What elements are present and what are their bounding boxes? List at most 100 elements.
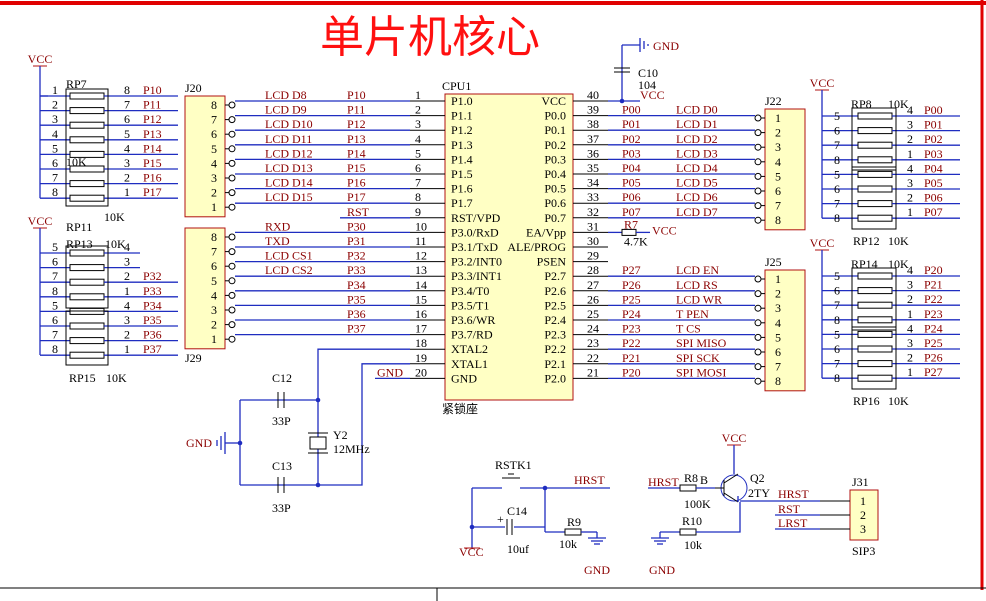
header-pin-number: 7 xyxy=(775,360,781,374)
rpack-pin-number: 7 xyxy=(52,328,58,342)
cpu-pin-name: P3.3/INT1 xyxy=(451,269,502,283)
c14-polarity: + xyxy=(497,512,504,526)
rpack-resistor xyxy=(69,264,105,272)
net-label: P23 xyxy=(924,307,943,321)
q2-value: 2TY xyxy=(748,486,770,500)
header-pin-number: 5 xyxy=(775,169,781,183)
cpu-pin-number: 9 xyxy=(415,205,421,219)
rpack-pin-number: 4 xyxy=(907,161,913,175)
rpack-ref: RP14 xyxy=(851,257,878,271)
net-label: P03 xyxy=(622,146,641,160)
net-label: P04 xyxy=(622,161,641,175)
rpack-pin-number: 4 xyxy=(52,127,58,141)
cpu-pin-name: XTAL1 xyxy=(451,357,488,371)
j31-ref: J31 xyxy=(852,475,869,489)
net-function-label: RXD xyxy=(265,219,291,233)
header-pin-number: 5 xyxy=(775,330,781,344)
header-pin-number: 8 xyxy=(775,213,781,227)
rpack-pin-number: 3 xyxy=(124,255,130,269)
transistor-body xyxy=(720,474,748,502)
cpu-pin-name: P3.7/RD xyxy=(451,328,493,342)
c13-ref: C13 xyxy=(272,459,292,473)
rpack-pin-number: 8 xyxy=(834,153,840,167)
net-label: P33 xyxy=(143,284,162,298)
net-label: P37 xyxy=(347,322,366,336)
header-pin-number: 3 xyxy=(211,171,217,185)
header-pin-circle xyxy=(228,130,236,138)
rp13-ref: RP13 xyxy=(66,237,93,251)
net-label: P15 xyxy=(347,161,366,175)
net-function-label: LCD CS2 xyxy=(265,263,313,277)
rpack-pin-number: 2 xyxy=(124,171,130,185)
net-label: P02 xyxy=(622,132,641,146)
rpack-resistor xyxy=(69,322,105,330)
rpack-pin-number: 2 xyxy=(907,351,913,365)
header-pin-number: 7 xyxy=(211,245,217,259)
net-function-label: LCD D7 xyxy=(676,205,718,219)
cpu-pin-name: P3.0/RxD xyxy=(451,225,499,239)
rpack-pin-number: 2 xyxy=(907,132,913,146)
c12-value: 33P xyxy=(272,414,291,428)
header-pin-number: 4 xyxy=(775,316,781,330)
rpack-resistor xyxy=(857,272,893,280)
net-function-label: LCD D6 xyxy=(676,190,718,204)
net-label: P26 xyxy=(924,351,943,365)
cpu-pin-name: EA/Vpp xyxy=(526,225,566,239)
cpu-pin-number: 26 xyxy=(587,292,599,306)
net-label: P07 xyxy=(622,205,641,219)
cpu-ref: CPU1 xyxy=(442,79,471,93)
cpu-pin-number: 19 xyxy=(415,351,427,365)
rpack-pin-number: 6 xyxy=(52,313,58,327)
cpu-pin-name: P2.4 xyxy=(544,313,566,327)
cpu-pin-number: 16 xyxy=(415,307,427,321)
net-label: P21 xyxy=(622,351,641,365)
rpack-resistor xyxy=(857,316,893,324)
header-pin-circle xyxy=(228,291,236,299)
header-pin-number: 4 xyxy=(211,288,217,302)
net-function-label: LCD D4 xyxy=(676,161,718,175)
rp7-ref: RP7 xyxy=(66,77,87,91)
header-pin-circle xyxy=(228,335,236,343)
rpack-pin-number: 3 xyxy=(907,176,913,190)
net-label: P16 xyxy=(347,176,366,190)
rp15-value: 10K xyxy=(106,371,127,385)
rpack-pin-number: 5 xyxy=(52,298,58,312)
header-pin-number: 8 xyxy=(775,374,781,388)
net-label: P06 xyxy=(924,191,943,205)
r8-body xyxy=(679,484,697,492)
header-pin-circle xyxy=(228,233,236,241)
rpack-resistor xyxy=(857,156,893,164)
cpu-pin-number: 39 xyxy=(587,103,599,117)
header-ref: J22 xyxy=(765,94,782,108)
cpu-pin-name: P0.5 xyxy=(544,182,566,196)
cpu-pin-number: 27 xyxy=(587,278,599,292)
cpu-pin-number: 30 xyxy=(587,234,599,248)
header-pin-number: 7 xyxy=(775,199,781,213)
gnd-label: GND xyxy=(653,39,679,53)
rpack-resistor xyxy=(857,141,893,149)
rpack-pin-number: 7 xyxy=(52,171,58,185)
rpack-resistor xyxy=(857,112,893,120)
junction-dot xyxy=(315,482,321,488)
vcc-symbol: VCC xyxy=(28,214,53,228)
cpu-pin-name: P1.0 xyxy=(451,94,473,108)
net-function-label: LCD D9 xyxy=(265,103,307,117)
cpu-pin-number: 4 xyxy=(415,132,421,146)
q2-ref: Q2 xyxy=(750,471,765,485)
header-pin-circle xyxy=(228,174,236,182)
r7-value: 4.7K xyxy=(624,234,648,248)
net-label: P16 xyxy=(143,171,162,185)
net-function-label: LCD D2 xyxy=(676,132,718,146)
rpack-resistor xyxy=(857,127,893,135)
r10-value: 10k xyxy=(684,538,702,552)
header-pin-circle xyxy=(228,145,236,153)
cpu-pin-number: 14 xyxy=(415,278,427,292)
header-pin-number: 1 xyxy=(775,272,781,286)
cpu-pin-name: P2.6 xyxy=(544,284,566,298)
header-pin-number: 8 xyxy=(211,230,217,244)
net-label: P37 xyxy=(143,342,162,356)
cpu-pin-number: 25 xyxy=(587,307,599,321)
header-pin-circle xyxy=(754,304,762,312)
net-function-label: TXD xyxy=(265,234,290,248)
cpu-pin-name: VCC xyxy=(541,94,566,108)
